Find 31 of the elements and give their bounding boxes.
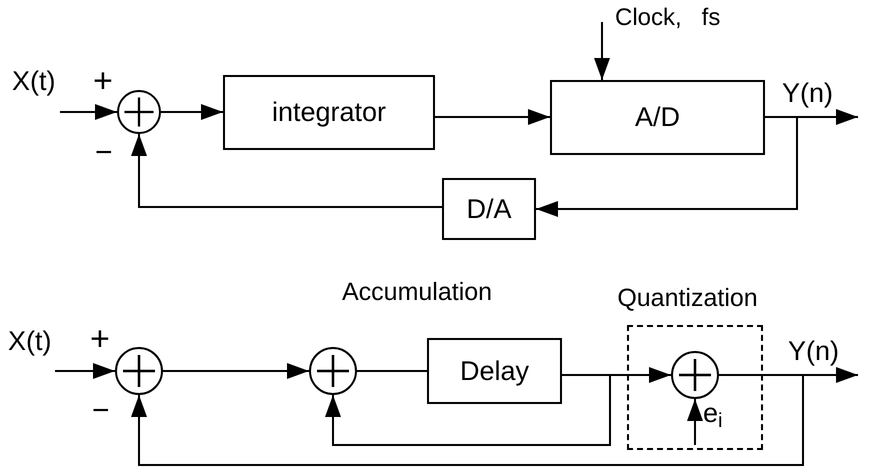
summing-junction — [115, 347, 163, 395]
signal-label: Y(n) — [788, 338, 840, 365]
arrow — [325, 374, 611, 446]
process-block: D/A — [442, 178, 536, 240]
signal-label: Accumulation — [342, 280, 492, 305]
arrow — [55, 363, 115, 379]
arrow — [594, 22, 610, 80]
signal-label: − — [95, 138, 113, 168]
signal-label: X(t) — [8, 328, 52, 355]
signal-label: Clock, fs — [615, 6, 720, 30]
process-block: A/D — [550, 80, 765, 155]
arrow — [435, 109, 550, 125]
arrow — [161, 104, 223, 120]
summing-junction — [671, 351, 719, 399]
group-heading: Quantization — [616, 283, 759, 313]
signal-label: Y(n) — [782, 80, 834, 107]
process-block: Delay — [427, 338, 562, 404]
arrow — [131, 374, 804, 466]
arrow — [131, 134, 442, 208]
signal-label: X(t) — [12, 68, 56, 95]
signal-label: + — [90, 322, 110, 356]
signal-label: − — [92, 396, 110, 426]
arrow — [536, 116, 798, 217]
summing-junction — [117, 90, 161, 134]
signal-label: + — [93, 64, 113, 98]
signal-label: e$_{i}$ — [703, 400, 723, 427]
arrow — [163, 363, 309, 379]
arrow — [60, 104, 117, 120]
arrow — [687, 399, 703, 445]
process-block: integrator — [223, 75, 435, 150]
summing-junction — [309, 347, 357, 395]
